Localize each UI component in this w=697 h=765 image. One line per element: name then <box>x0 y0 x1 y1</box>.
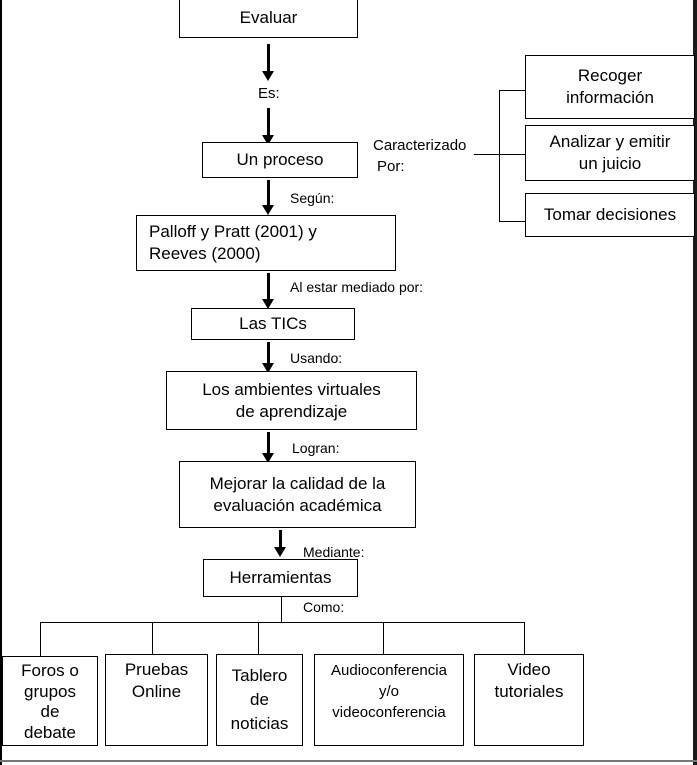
node-palloff: Palloff y Pratt (2001) y Reeves (2000) <box>136 215 396 271</box>
node-recoger: Recoger información <box>525 55 695 119</box>
right-border <box>693 0 697 765</box>
label-como: Como: <box>303 599 345 615</box>
connector-audio <box>383 622 384 654</box>
label-es: Es: <box>258 85 280 102</box>
arrow-evaluar-es <box>262 44 274 81</box>
arrow-tics-ambientes <box>262 342 274 373</box>
node-analizar: Analizar y emitir un juicio <box>525 125 695 181</box>
arrow-palloff-tics <box>262 273 274 309</box>
node-audio: Audioconferencia y/o videoconferencia <box>314 654 464 746</box>
label-por: Por: <box>377 158 405 175</box>
arrow-es-proceso <box>262 108 274 145</box>
connector-recoger <box>499 90 525 91</box>
connector-tablero <box>258 622 259 654</box>
connector-herramientas-stem <box>281 597 282 623</box>
node-tablero: Tablero de noticias <box>216 654 303 746</box>
label-usando: Usando: <box>290 350 343 366</box>
left-border <box>0 0 2 765</box>
node-foros: Foros o grupos de debate <box>2 656 98 746</box>
node-herramientas: Herramientas <box>203 559 358 597</box>
node-tomar: Tomar decisiones <box>525 193 695 237</box>
connector-right-vertical <box>499 90 500 222</box>
label-caracterizado: Caracterizado <box>373 137 467 154</box>
node-un-proceso: Un proceso <box>202 142 358 178</box>
bottom-border <box>0 760 697 762</box>
connector-foros <box>40 622 41 656</box>
label-al-estar: Al estar mediado por: <box>290 279 424 295</box>
connector-pruebas <box>152 622 153 654</box>
connector-tomar <box>499 221 525 222</box>
node-evaluar: Evaluar <box>179 0 358 38</box>
node-las-tics: Las TICs <box>191 308 355 340</box>
connector-video <box>524 622 525 654</box>
node-ambientes: Los ambientes virtuales de aprendizaje <box>166 371 417 430</box>
label-segun: Según: <box>290 190 335 206</box>
arrow-mejorar-herramientas <box>274 530 286 557</box>
label-mediante: Mediante: <box>303 544 365 560</box>
connector-bottom-bar <box>40 622 525 623</box>
label-logran: Logran: <box>292 440 340 456</box>
arrow-ambientes-mejorar <box>262 432 274 463</box>
node-mejorar: Mejorar la calidad de la evaluación acad… <box>179 461 416 528</box>
node-video: Video tutoriales <box>474 654 584 746</box>
arrow-proceso-palloff <box>262 180 274 215</box>
node-pruebas: Pruebas Online <box>105 654 208 746</box>
